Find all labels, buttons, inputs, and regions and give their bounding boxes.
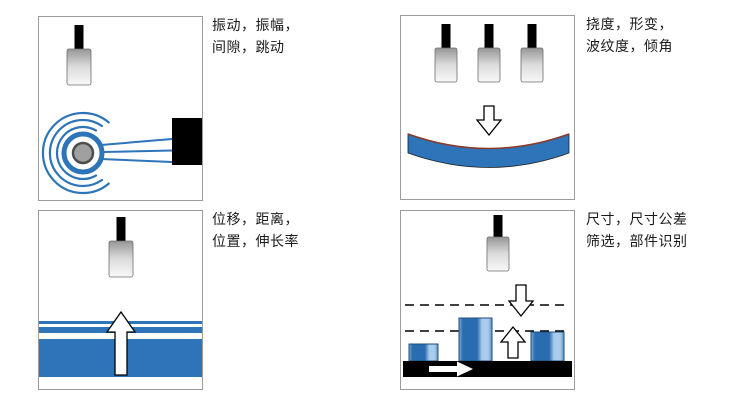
displacement-caption: 位移，距离， 位置，伸长率 — [212, 210, 299, 254]
part-blocks-icon — [408, 317, 565, 362]
sorting-panel-frame — [400, 210, 575, 390]
caption-line: 挠度，形变， — [586, 18, 673, 33]
vibration-panel-frame — [38, 16, 203, 201]
part-block — [458, 317, 493, 362]
bent-beam-icon — [407, 133, 570, 168]
sensor-icon — [477, 24, 501, 83]
caption-line: 振动，振幅， — [212, 19, 299, 34]
rotating-shaft-icon — [61, 131, 105, 175]
bearing-block-icon — [172, 118, 202, 165]
deflection-panel-frame — [400, 15, 575, 200]
sorting-illustration — [403, 215, 572, 377]
sensor-icon — [520, 24, 544, 83]
caption-line: 位置，伸长率 — [212, 235, 299, 250]
sensor-icon — [108, 217, 134, 278]
conveyor-belt-icon — [403, 361, 572, 377]
vibration-ripples-icon — [41, 111, 110, 195]
part-block — [530, 331, 565, 362]
caption-line: 波纹度，倾角 — [586, 40, 673, 55]
up-arrow-icon — [105, 310, 137, 376]
displacement-illustration — [39, 217, 202, 377]
caption-line: 尺寸，尺寸公差 — [586, 213, 688, 228]
belt-direction-arrow-icon — [429, 361, 473, 377]
up-arrow-icon — [499, 325, 527, 359]
sensor-icon — [486, 215, 510, 272]
sorting-caption: 尺寸，尺寸公差 筛选，部件识别 — [586, 210, 688, 254]
down-arrow-icon — [507, 284, 535, 318]
caption-line: 筛选，部件识别 — [586, 235, 688, 250]
deflection-illustration — [407, 24, 570, 168]
shaft-lines — [100, 138, 173, 163]
vibration-caption: 振动，振幅， 间隙，跳动 — [212, 16, 299, 60]
sensor-icon — [434, 24, 458, 83]
caption-line: 间隙，跳动 — [212, 41, 285, 56]
part-block — [408, 343, 439, 362]
displacement-panel-frame — [38, 210, 203, 390]
down-arrow-icon — [475, 105, 503, 137]
caption-line: 位移，距离， — [212, 213, 299, 228]
vibration-illustration — [41, 25, 202, 195]
deflection-caption: 挠度，形变， 波纹度，倾角 — [586, 15, 673, 59]
sensor-icon — [66, 25, 92, 86]
